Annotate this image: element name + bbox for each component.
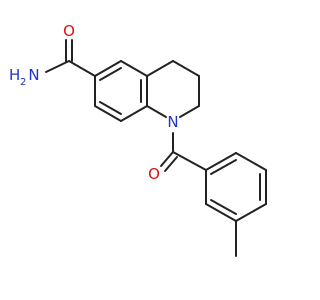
bond-benzo-4: [120, 105, 148, 122]
bond-sat-2: [172, 60, 200, 77]
bond-benzo-1: [94, 60, 122, 77]
atom-label-amide-oxygen: O: [63, 22, 75, 40]
atom-label-layer: O H 2 N N O: [9, 22, 179, 183]
bond-benzo-5: [94, 105, 122, 122]
bond-carbonyl-aryl: [172, 151, 207, 171]
atom-label-ring-nitrogen: N: [167, 113, 178, 131]
bond-c-ring-amide: [68, 60, 96, 77]
atom-label-amide-subscript: 2: [20, 77, 26, 88]
bond-benzo-2: [120, 60, 148, 77]
bond-tolyl-5: [205, 203, 237, 222]
bond-tolyl-4: [235, 203, 267, 222]
bond-sat-5: [146, 105, 167, 118]
bond-tolyl-5-inner: [210, 199, 237, 215]
molecule-drawing: O H 2 N N O: [9, 22, 267, 257]
atom-label-amide-h: H: [9, 66, 20, 84]
bond-carbonyl-o-a: [160, 151, 174, 167]
bond-sat-4: [179, 105, 200, 118]
bond-benzo-1-inner: [99, 67, 122, 81]
atom-label-amide-nitrogen: N: [28, 66, 39, 84]
bond-tolyl-1-inner: [210, 159, 237, 175]
bond-sat-1: [146, 60, 174, 77]
structure-canvas: O H 2 N N O: [9, 22, 267, 257]
bond-benzo-5-inner: [99, 101, 122, 115]
atom-label-acyl-oxygen: O: [148, 165, 160, 183]
bond-tolyl-1: [205, 152, 237, 171]
bond-layer: [45, 39, 267, 257]
bond-tolyl-2: [235, 152, 267, 171]
bond-carbonyl-o-b: [164, 156, 178, 172]
bond-cn-amide: [45, 60, 70, 73]
